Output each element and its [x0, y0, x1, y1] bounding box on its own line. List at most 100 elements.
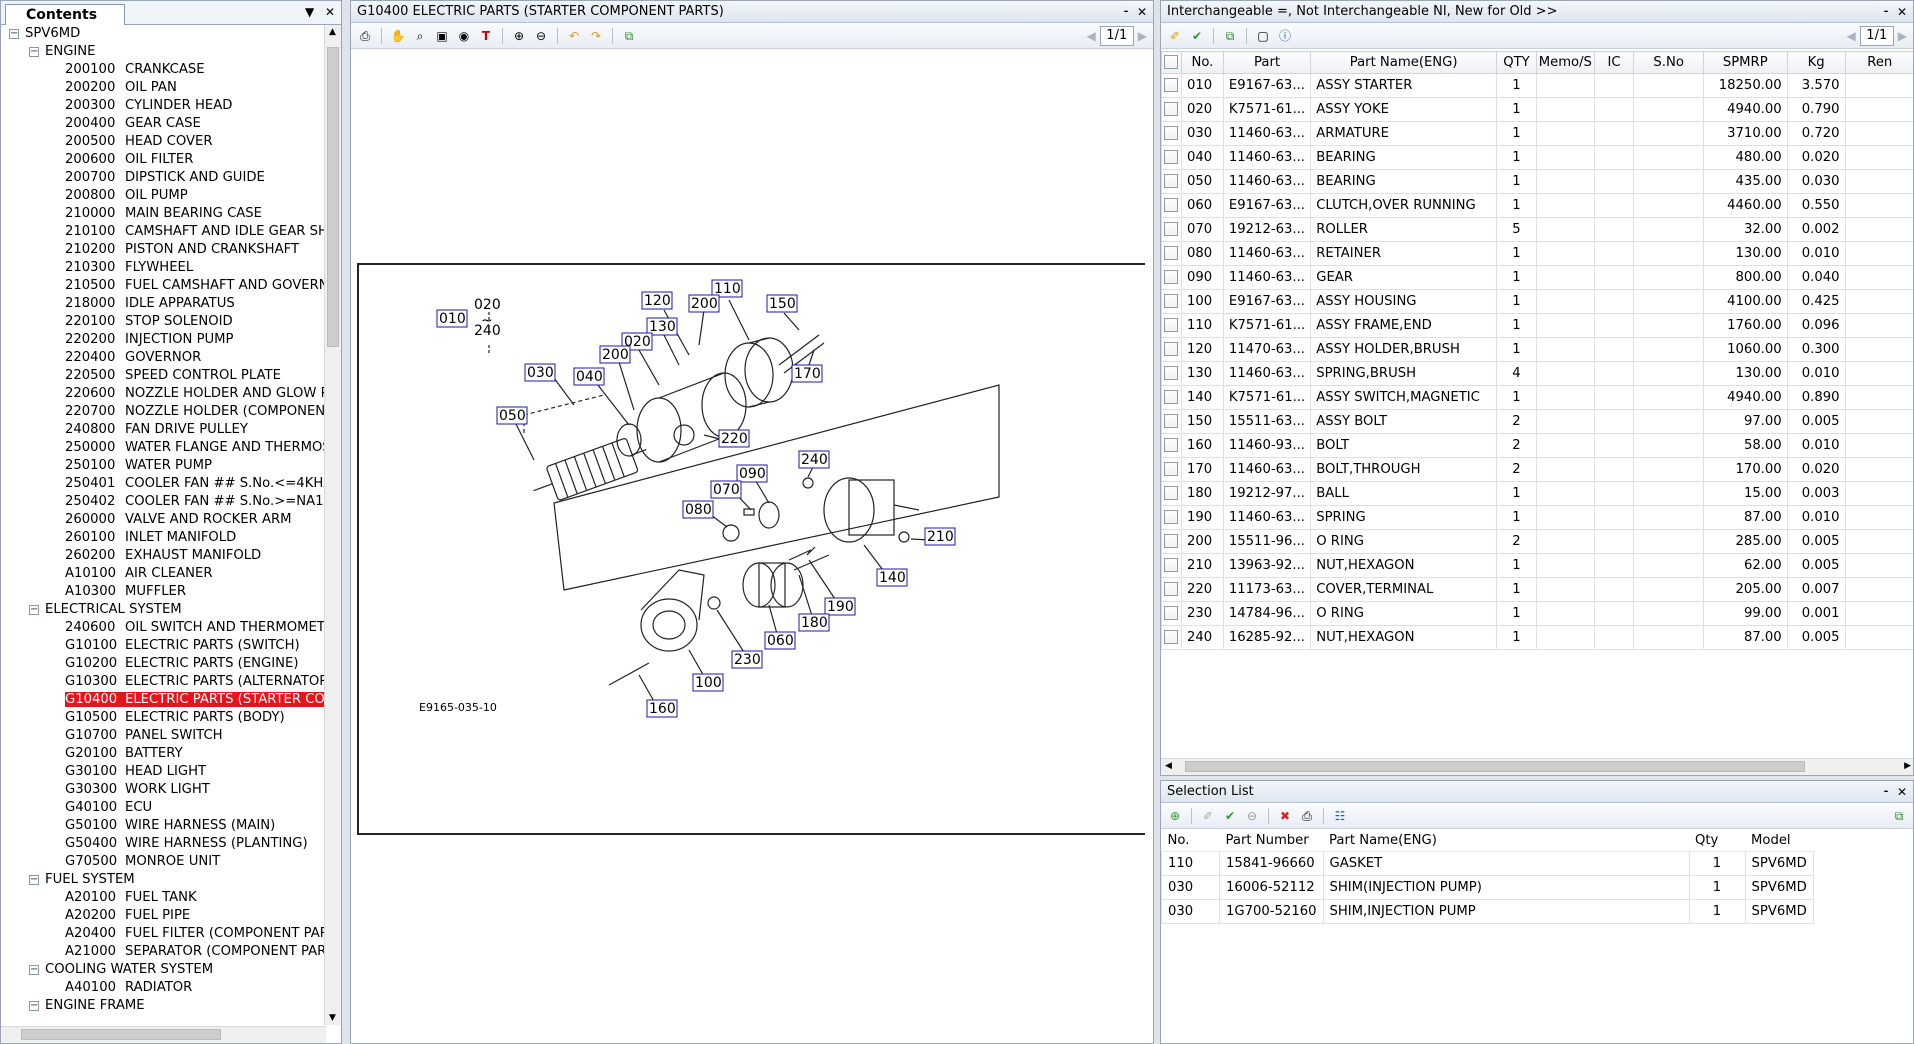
row-checkbox[interactable] [1162, 482, 1182, 506]
column-header[interactable]: Part Name(ENG) [1323, 831, 1689, 851]
close-icon[interactable]: ✕ [1897, 785, 1907, 799]
callout-010[interactable]: 010 [437, 310, 467, 327]
tree-group[interactable]: −COOLING WATER SYSTEM [1, 961, 326, 979]
forward-icon[interactable]: ↷ [588, 28, 604, 44]
callout-030[interactable]: 030 [525, 364, 555, 381]
tree-item[interactable]: 200400GEAR CASE [1, 115, 326, 133]
tree-item[interactable]: 210300FLYWHEEL [1, 259, 326, 277]
part-row[interactable]: 08011460-63...RETAINER1130.000.010 [1162, 242, 1914, 266]
tree-item[interactable]: G50100WIRE HARNESS (MAIN) [1, 817, 326, 835]
check-icon[interactable]: ✔ [1222, 808, 1238, 824]
zoom-in-icon[interactable]: ⊕ [511, 28, 527, 44]
tree-item[interactable]: 200700DIPSTICK AND GUIDE [1, 169, 326, 187]
tree-item[interactable]: 210500FUEL CAMSHAFT AND GOVERNO [1, 277, 326, 295]
part-row[interactable]: 17011460-63...BOLT,THROUGH2170.000.020 [1162, 458, 1914, 482]
column-header[interactable]: Kg [1787, 52, 1845, 74]
row-checkbox[interactable] [1162, 434, 1182, 458]
callout-200[interactable]: 200 [600, 346, 630, 363]
pin-icon[interactable]: ⁃ [1883, 5, 1889, 19]
part-row[interactable]: 07019212-63...ROLLER532.000.002 [1162, 218, 1914, 242]
scroll-right-icon[interactable]: ▶ [1904, 761, 1911, 771]
callout-170[interactable]: 170 [792, 365, 822, 382]
tree-item[interactable]: 260100INLET MANIFOLD [1, 529, 326, 547]
tree-vertical-scrollbar[interactable]: ▲ ▼ [324, 25, 341, 1025]
collapse-icon[interactable]: − [29, 965, 39, 975]
remove-icon[interactable]: ⊖ [1244, 808, 1260, 824]
tree-item[interactable]: 220600NOZZLE HOLDER AND GLOW PL [1, 385, 326, 403]
callout-070[interactable]: 070 [711, 481, 741, 498]
row-checkbox[interactable] [1162, 506, 1182, 530]
part-row[interactable]: 13011460-63...SPRING,BRUSH4130.000.010 [1162, 362, 1914, 386]
callout-150[interactable]: 150 [767, 295, 797, 312]
part-row[interactable]: 05011460-63...BEARING1435.000.030 [1162, 170, 1914, 194]
text-icon[interactable]: T [478, 28, 494, 44]
callout-190[interactable]: 190 [825, 598, 855, 615]
brush-icon[interactable]: ✐ [1167, 28, 1183, 44]
column-header[interactable]: QTY [1497, 52, 1537, 74]
window-icon[interactable]: ▢ [1255, 28, 1271, 44]
callout-060[interactable]: 060 [765, 632, 795, 649]
tree-item[interactable]: 260200EXHAUST MANIFOLD [1, 547, 326, 565]
selection-row[interactable]: 03016006-52112SHIM(INJECTION PUMP)1SPV6M… [1162, 875, 1814, 899]
select-all-checkbox[interactable] [1162, 52, 1182, 74]
tree-item[interactable]: G20100BATTERY [1, 745, 326, 763]
tree-scroll-thumb[interactable] [327, 47, 339, 347]
row-checkbox[interactable] [1162, 122, 1182, 146]
column-header[interactable]: Part Number [1220, 831, 1324, 851]
info-icon[interactable]: ⓘ [1277, 28, 1293, 44]
parts-horizontal-scrollbar[interactable]: ◀ ▶ [1161, 758, 1914, 775]
collapse-icon[interactable]: − [29, 1001, 39, 1011]
tree-item[interactable]: 200200OIL PAN [1, 79, 326, 97]
column-header[interactable]: Qty [1689, 831, 1745, 851]
column-header[interactable]: Memo/S [1536, 52, 1594, 74]
part-row[interactable]: 23014784-96...O RING199.000.001 [1162, 602, 1914, 626]
tree-item[interactable]: 260000VALVE AND ROCKER ARM [1, 511, 326, 529]
tree-item[interactable]: 220200INJECTION PUMP [1, 331, 326, 349]
tree-item[interactable]: 200100CRANKCASE [1, 61, 326, 79]
fit-icon[interactable]: ▣ [434, 28, 450, 44]
pan-icon[interactable]: ✋ [390, 28, 406, 44]
row-checkbox[interactable] [1162, 578, 1182, 602]
camera-icon[interactable]: ◉ [456, 28, 472, 44]
tree-item[interactable]: G10200ELECTRIC PARTS (ENGINE) [1, 655, 326, 673]
row-checkbox[interactable] [1162, 98, 1182, 122]
callout-100[interactable]: 100 [693, 674, 723, 691]
column-header[interactable]: No. [1181, 52, 1223, 74]
print-icon[interactable]: ⎙ [1299, 808, 1315, 824]
tree-item[interactable]: G50400WIRE HARNESS (PLANTING) [1, 835, 326, 853]
pin-icon[interactable]: ⁃ [1123, 5, 1129, 19]
tree-item[interactable]: 240800FAN DRIVE PULLEY [1, 421, 326, 439]
collapse-icon[interactable]: − [29, 605, 39, 615]
tree-item[interactable]: 200500HEAD COVER [1, 133, 326, 151]
callout-080[interactable]: 080 [683, 501, 713, 518]
tree-item[interactable]: G10700PANEL SWITCH [1, 727, 326, 745]
next-page-icon[interactable]: ▶ [1898, 29, 1907, 43]
close-icon[interactable]: ✕ [1137, 5, 1147, 19]
column-header[interactable]: Part Name(ENG) [1311, 52, 1497, 74]
tree-item[interactable]: 200600OIL FILTER [1, 151, 326, 169]
part-row[interactable]: 16011460-93...BOLT258.000.010 [1162, 434, 1914, 458]
next-page-icon[interactable]: ▶ [1138, 29, 1147, 43]
callout-220[interactable]: 220 [719, 430, 749, 447]
zoom-out-icon[interactable]: ⊖ [533, 28, 549, 44]
back-icon[interactable]: ↶ [566, 28, 582, 44]
callout-180[interactable]: 180 [799, 614, 829, 631]
column-header[interactable]: Part [1223, 52, 1310, 74]
barcode-icon[interactable]: ☷ [1332, 808, 1348, 824]
row-checkbox[interactable] [1162, 170, 1182, 194]
row-checkbox[interactable] [1162, 386, 1182, 410]
row-checkbox[interactable] [1162, 314, 1182, 338]
column-header[interactable]: SPMRP [1703, 52, 1787, 74]
part-row[interactable]: 110K7571-61...ASSY FRAME,END11760.000.09… [1162, 314, 1914, 338]
callout-140[interactable]: 140 [877, 569, 907, 586]
callout-230[interactable]: 230 [732, 651, 762, 668]
tree-item[interactable]: 250402COOLER FAN ## S.No.>=NA104 [1, 493, 326, 511]
part-row[interactable]: 100E9167-63...ASSY HOUSING14100.000.425 [1162, 290, 1914, 314]
tree-item[interactable]: G10400ELECTRIC PARTS (STARTER CO [1, 691, 326, 709]
close-icon[interactable]: ✕ [1897, 5, 1907, 19]
row-checkbox[interactable] [1162, 602, 1182, 626]
column-header[interactable]: No. [1162, 831, 1220, 851]
row-checkbox[interactable] [1162, 146, 1182, 170]
prev-page-icon[interactable]: ◀ [1087, 29, 1096, 43]
pin-icon[interactable]: ▼ [305, 5, 314, 19]
